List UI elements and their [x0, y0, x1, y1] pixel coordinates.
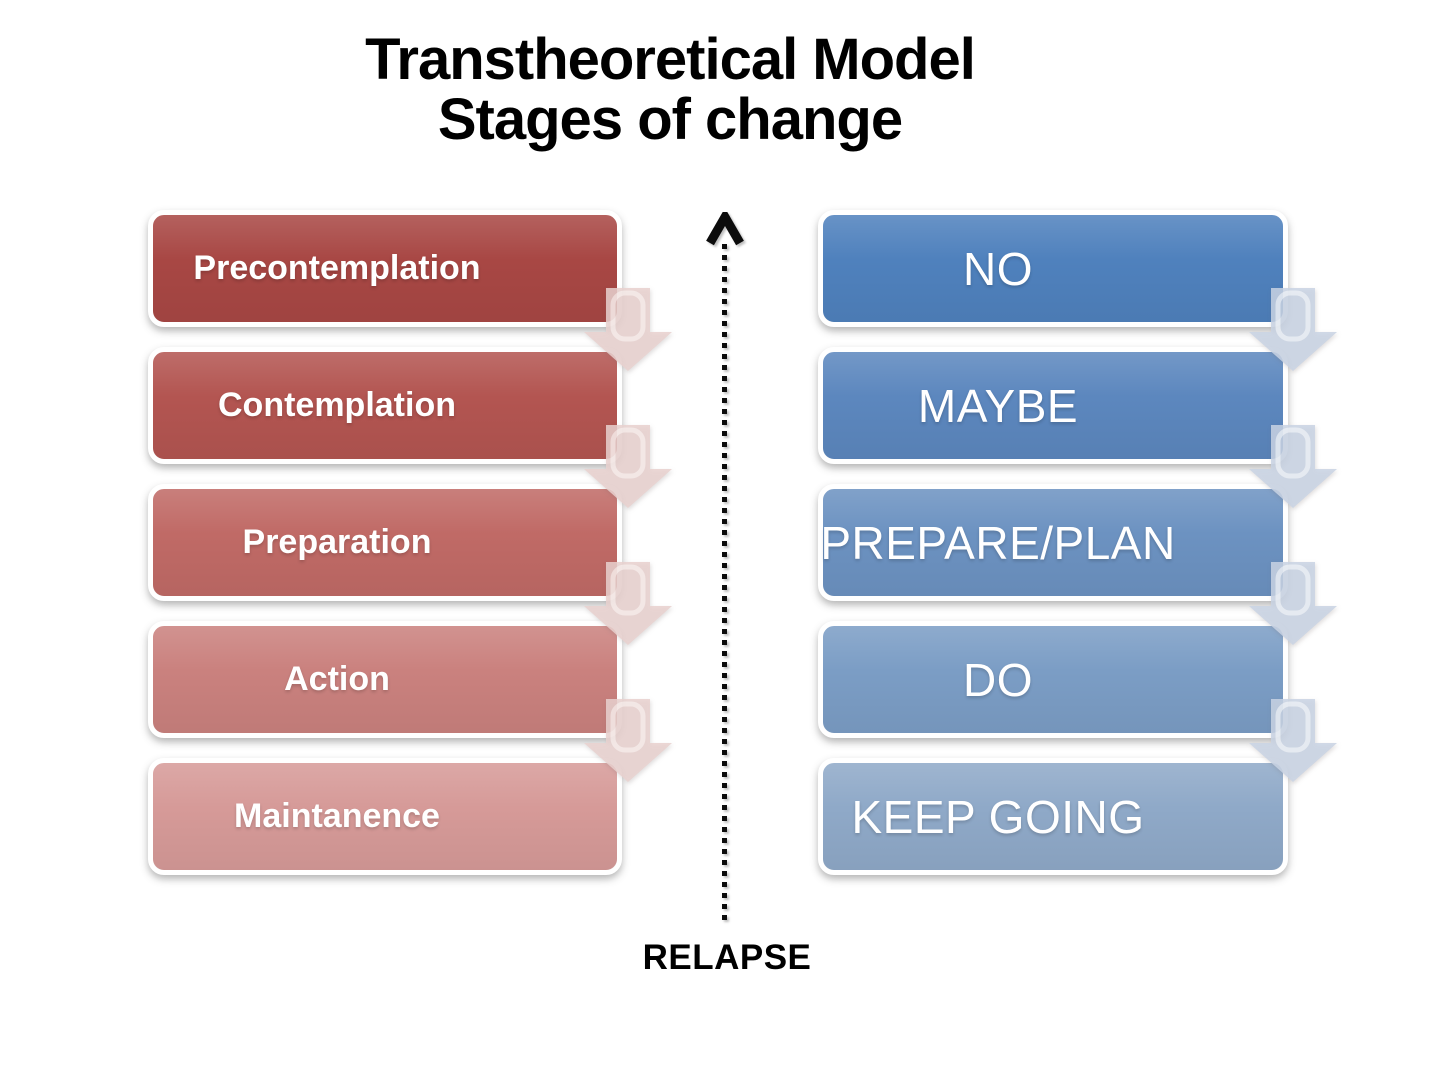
response-box-prepare-plan: PREPARE/PLAN	[818, 484, 1288, 601]
response-label: KEEP GOING	[851, 790, 1145, 843]
relapse-label: RELAPSE	[642, 938, 812, 977]
stage-label: Precontemplation	[193, 249, 481, 287]
stage-box-maintanence: Maintanence	[148, 758, 622, 875]
up-arrow-icon	[706, 212, 744, 246]
stage-box-action: Action	[148, 621, 622, 738]
response-label: PREPARE/PLAN	[820, 516, 1176, 569]
response-box-no: NO	[818, 210, 1288, 327]
stage-box-precontemplation: Precontemplation	[148, 210, 622, 327]
response-box-maybe: MAYBE	[818, 347, 1288, 464]
stage-box-preparation: Preparation	[148, 484, 622, 601]
responses-column: NO MAYBE PREPARE/PLAN DO KEEP GOING	[818, 210, 1337, 875]
stage-label: Action	[284, 660, 390, 698]
page-title: Transtheoretical Model Stages of change	[365, 27, 976, 152]
stage-label: Maintanence	[234, 797, 440, 835]
title-line-1: Transtheoretical Model	[365, 27, 976, 92]
response-label: DO	[963, 653, 1033, 706]
response-box-do: DO	[818, 621, 1288, 738]
title-line-2: Stages of change	[437, 87, 903, 152]
response-box-keep-going: KEEP GOING	[818, 758, 1288, 875]
stage-label: Contemplation	[218, 386, 456, 424]
stage-label: Preparation	[242, 523, 432, 561]
stages-column: Precontemplation Contemplation Preparati…	[148, 210, 672, 875]
response-label: MAYBE	[917, 379, 1079, 432]
relapse-dotted-line	[722, 244, 727, 922]
stage-box-contemplation: Contemplation	[148, 347, 622, 464]
response-label: NO	[963, 242, 1033, 295]
